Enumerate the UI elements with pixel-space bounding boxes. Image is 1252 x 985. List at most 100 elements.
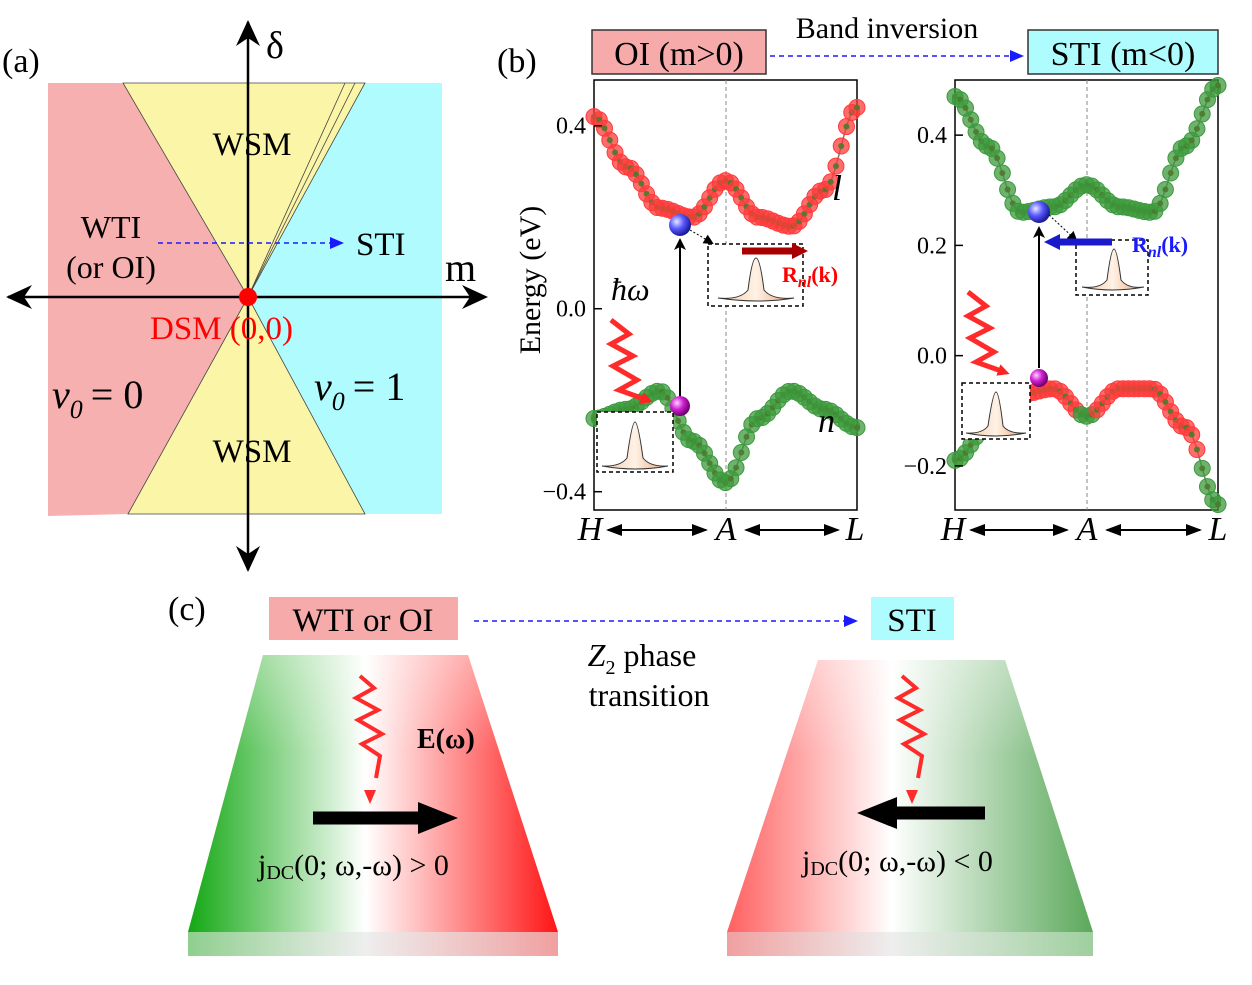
band-point-core — [1215, 501, 1221, 508]
y-tick-label: −0.2 — [903, 454, 947, 480]
band-point-core — [832, 163, 839, 170]
band-plot-sti: −0.2 0.0 0.2 0.4 — [903, 77, 1227, 513]
band-point-core — [601, 125, 608, 132]
band-point-core — [738, 449, 745, 456]
wti-oi-box-label: WTI or OI — [292, 603, 433, 639]
wti-oi-box — [269, 597, 458, 640]
band-point-core — [727, 475, 734, 482]
panel-b: (b) OI (m>0) STI (m<0) Band inversion En… — [497, 12, 1227, 548]
band-point-core — [1162, 186, 1169, 193]
band-point-core — [1172, 155, 1179, 162]
wti-label: WTI — [81, 209, 141, 245]
hole-ball-right — [1030, 369, 1048, 387]
kpath-right: H A L — [940, 511, 1228, 548]
phase-boundary-2 — [247, 82, 356, 298]
r-nl-label-right: Rnl(k) — [1132, 232, 1188, 261]
band-point-core — [701, 450, 708, 457]
band-point-core — [1004, 186, 1011, 193]
delta-axis-label: δ — [266, 25, 284, 67]
wsm-region-top — [122, 82, 366, 298]
panel-a-label: (a) — [2, 43, 40, 80]
kpath-left: H A L — [577, 511, 865, 548]
sti-box-c-label: STI — [887, 603, 937, 639]
band-inversion-label: Band inversion — [796, 12, 978, 45]
band-n-label: n — [818, 403, 835, 440]
band-point-core — [675, 417, 682, 424]
band-point-core — [994, 155, 1001, 162]
panel-b-label: (b) — [497, 43, 537, 80]
wavefunction-peak-left-lower — [601, 421, 669, 470]
m-axis-right-arrow — [462, 285, 488, 309]
band-point-core — [854, 104, 860, 111]
y-tick-label: 0.0 — [917, 344, 947, 370]
band-point-core — [1188, 137, 1195, 144]
band-point-core — [743, 433, 750, 440]
kpath-right-a: A — [1075, 511, 1098, 548]
band-plot-oi: −0.40.00.4 — [542, 79, 866, 511]
wti-sub-label: (or OI) — [66, 249, 156, 285]
band-point-core — [962, 105, 969, 112]
y-tick-label: −0.4 — [542, 480, 586, 506]
dotted-link-left — [689, 229, 714, 245]
y-tick-label: 0.4 — [917, 123, 947, 149]
delta-axis-top-arrow — [236, 20, 260, 46]
m-axis-label: m — [445, 245, 476, 290]
oi-box-label: OI (m>0) — [614, 36, 744, 73]
band-point-core — [1167, 170, 1174, 177]
kpath-right-h: H — [940, 511, 968, 548]
band-point-core — [973, 128, 980, 135]
band-point-core — [1188, 431, 1195, 438]
oi-box — [591, 29, 767, 75]
kpath-right-l: L — [1208, 511, 1228, 548]
band-point-core — [1204, 483, 1211, 490]
band-point-core — [606, 137, 613, 144]
band-point-core — [827, 178, 834, 185]
wsm-top-label: WSM — [213, 127, 292, 163]
panel-a: (a) δ m WSM WSM WTI (or OI) STI DSM (0,0… — [2, 20, 488, 572]
photon-wave-c-left — [351, 674, 387, 779]
band-point-core — [706, 460, 713, 467]
wavefunction-peak-left-upper — [717, 257, 795, 302]
wsm-region-bottom — [127, 296, 366, 515]
band-l-label: l — [832, 168, 842, 208]
band-point-core — [1193, 125, 1200, 132]
band-point-core — [612, 149, 619, 156]
berry-arrow-left-head — [792, 243, 808, 259]
band-point-core — [1204, 96, 1211, 103]
phase-boundary — [247, 82, 346, 298]
y-tick-label: 0.2 — [917, 233, 947, 259]
m-axis-left-arrow — [6, 285, 32, 309]
delta-axis-bottom-arrow — [236, 546, 260, 572]
band-point-core — [733, 464, 740, 471]
oi-region — [48, 83, 248, 516]
band-point-core — [638, 180, 645, 187]
wavefunction-peak-right-lower — [965, 391, 1027, 437]
transition-label: transition — [589, 677, 710, 713]
photon-wave-right — [962, 290, 1010, 376]
hole-ball-left — [670, 396, 690, 416]
slab-right-base — [727, 932, 1093, 956]
hbar-omega-label: ħω — [611, 271, 650, 307]
slab-left-base — [188, 932, 558, 956]
band-point-core — [988, 145, 995, 152]
electron-ball-left — [669, 214, 691, 236]
band-point-core — [664, 394, 671, 401]
sti-box-label: STI (m<0) — [1051, 36, 1196, 73]
r-nl-label-left: Rnl(k) — [782, 262, 838, 291]
band-point-core — [1162, 399, 1169, 406]
wsm-bottom-label: WSM — [213, 434, 292, 470]
band-point-core — [1199, 110, 1206, 117]
dotted-link-right — [1048, 214, 1078, 242]
electron-ball-right — [1028, 201, 1050, 223]
dsm-label: DSM (0,0) — [150, 311, 293, 347]
y-tick-label: 0.4 — [556, 114, 586, 140]
wavefunction-peak-right-upper — [1081, 248, 1145, 291]
dsm-point — [239, 288, 257, 306]
e-field-label: E(ω) — [417, 724, 475, 755]
band-point-core — [1157, 200, 1164, 207]
band-point-core — [838, 143, 845, 150]
j-dc-right: jDC(0; ω,-ω) < 0 — [801, 845, 993, 880]
